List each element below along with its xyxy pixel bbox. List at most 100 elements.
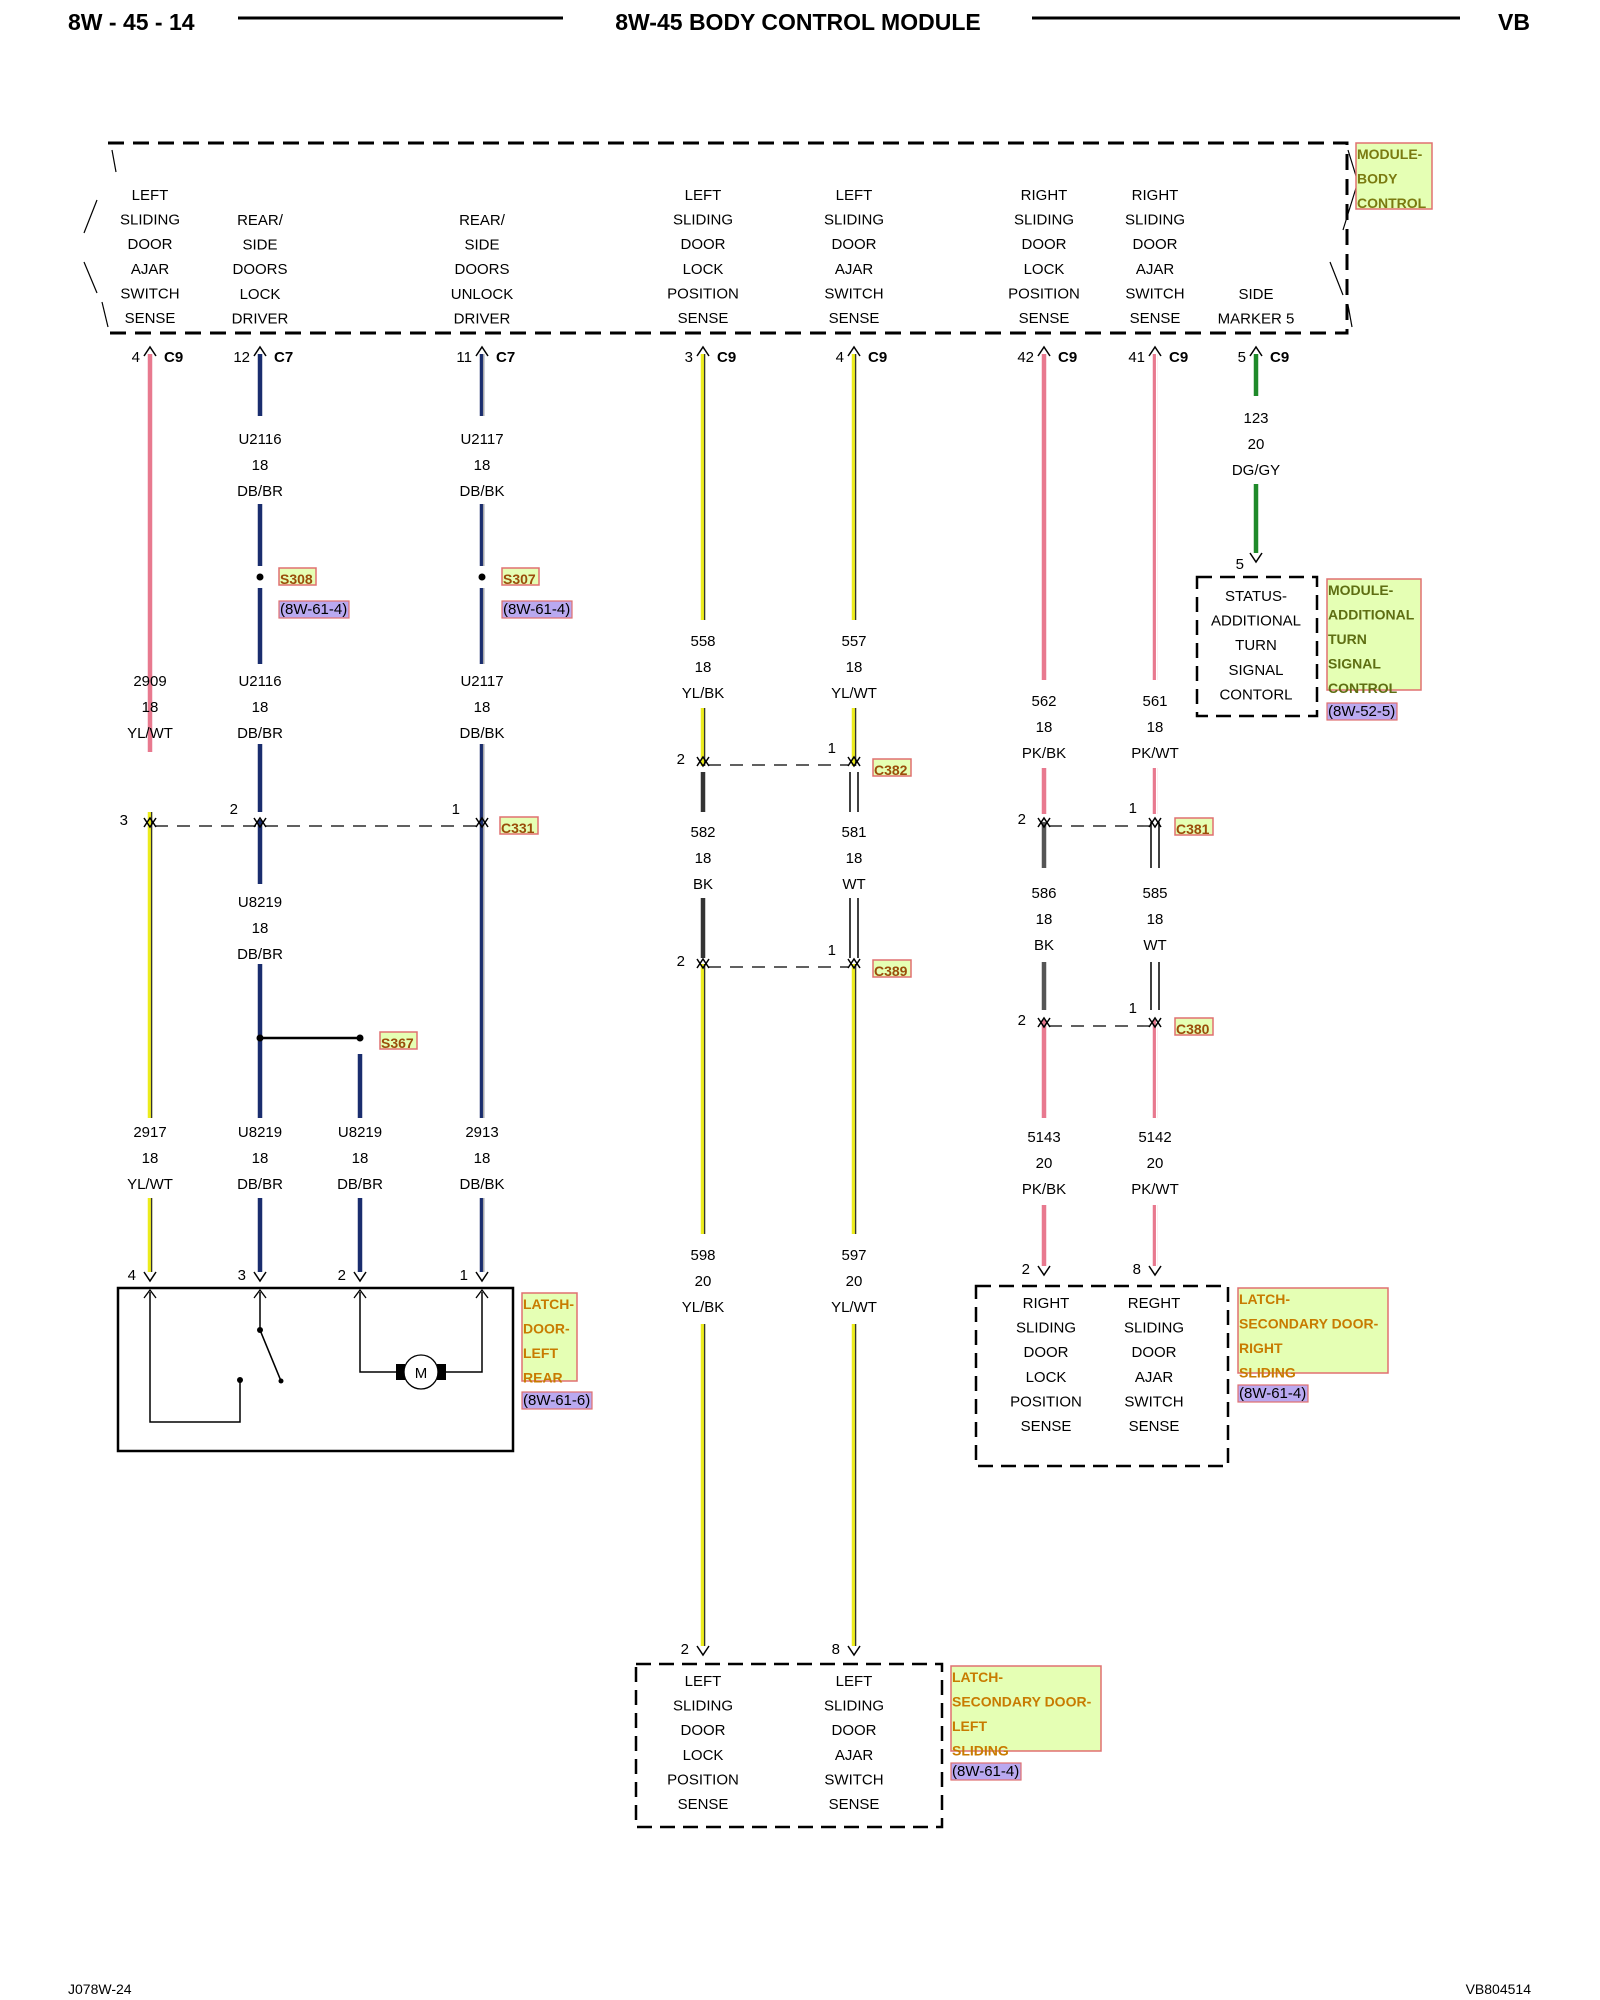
latch-right-right-label-line: DOOR [1132,1344,1177,1361]
bcm-pin-number: 5 [1238,349,1246,366]
latch-left-left-label-line: SENSE [678,1796,729,1813]
connector-c331-pin [143,816,157,828]
latch-right-tag-bg [1237,1287,1389,1374]
connector-c389-tag-bg [872,959,912,978]
latch-rear-tag-bg [521,1292,578,1382]
bcm-pin-label-line: MARKER 5 [1218,311,1295,328]
latch-rear-motor-lead [359,1292,396,1373]
connector-c382-pin-number: 2 [677,751,685,768]
latch-right-right-label-line: AJAR [1135,1369,1174,1386]
latch-rear-switch-contact [278,1378,284,1384]
module-tag: BODY [1357,171,1398,187]
latch-left-ref-bg [950,1762,1022,1781]
wire-u8219-label-line: DB/BR [337,1176,383,1193]
latch-right-box [974,1284,1230,1468]
bcm-pin-number: 11 [456,349,472,366]
latch-rear-pin-number: 1 [460,1267,468,1284]
latch-right-pin-number: 8 [1133,1261,1141,1278]
bcm-pin-symbol [1037,345,1051,357]
latch-left-box [634,1662,944,1829]
wire-561-label-line: 18 [1147,719,1164,736]
latch-rear-tag: DOOR- [523,1321,570,1337]
bcm-pin-label-line: SENSE [1019,310,1070,327]
bcm-pin-label-line: SLIDING [673,212,733,229]
connector-c389-pin [696,958,710,970]
wire-598-label-line: 598 [690,1247,715,1264]
latch-right-pin [1148,1265,1162,1277]
wire-2913-label-line: DB/BK [459,1176,504,1193]
latch-left-left-label-line: DOOR [681,1722,726,1739]
bcm-connector-name: C9 [1169,349,1188,366]
latch-rear-pin [475,1271,489,1283]
latch-rear-switch-contact [237,1377,243,1383]
latch-right-tag: RIGHT [1239,1340,1283,1356]
wire-586-label-line: 586 [1031,885,1056,902]
wire-561-label-line: 561 [1142,693,1167,710]
connector-c331-pin [253,816,267,828]
footer-code: J078W-24 [68,1981,132,1997]
latch-right-ref-bg [1237,1384,1309,1403]
latch-rear-pin [143,1271,157,1283]
wire-u8219-label-line: U8219 [338,1124,382,1141]
wire-557-label-line: 557 [841,633,866,650]
bcm-pin-symbol [1148,345,1162,357]
latch-rear-switch-path [149,1292,241,1423]
latch-left-right-label-line: SENSE [829,1796,880,1813]
latch-rear-inner-pin [253,1288,267,1299]
wire-558-label-line: 558 [690,633,715,650]
latch-rear-box [116,1286,515,1453]
wire-585-label-line: 585 [1142,885,1167,902]
splice-s367-tag: S367 [381,1035,414,1051]
bcm-pin-label-line: POSITION [667,285,739,302]
bcm-pin-number: 42 [1017,349,1034,366]
bcm-pin-label-line: AJAR [835,261,874,278]
latch-left-tag: SECONDARY DOOR- [952,1694,1092,1710]
wire-123-label-line: 123 [1243,410,1268,427]
splice-s367-tag-bg [379,1031,418,1050]
latch-left-tag: LEFT [952,1718,987,1734]
wire-598-label-line: 20 [695,1273,712,1290]
bcm-pin-symbol [1249,345,1263,357]
turn-module-tag-bg [1326,578,1422,691]
bcm-pin-label-line: LEFT [685,187,722,204]
bcm-pin-label-line: LOCK [1024,261,1065,278]
module-tag: MODULE- [1357,146,1423,162]
connector-c381-pin [1148,817,1162,829]
bcm-pin-label-line: DOOR [128,236,173,253]
wire-5142-label-line: PK/WT [1131,1181,1179,1198]
splice-s307-ref-bg [501,600,573,619]
splice-s308-ref-bg [278,600,350,619]
bcm-pin-label-line: AJAR [131,261,170,278]
latch-right-right-label-line: SWITCH [1124,1393,1183,1410]
latch-rear-pin [253,1271,267,1283]
motor-symbol [403,1354,439,1390]
wire-597-label-line: YL/WT [831,1299,877,1316]
bcm-pin-label-line: SWITCH [1125,285,1184,302]
turn-module-tag: MODULE- [1328,582,1394,598]
latch-right-left-label-line: LOCK [1026,1369,1067,1386]
turn-module-pin-number: 5 [1236,556,1244,573]
bcm-pin-label-line: SIDE [1238,286,1273,303]
bcm-pin-symbol [475,345,489,357]
wire-562-label-line: PK/BK [1022,745,1066,762]
latch-rear-tag: LEFT [523,1345,558,1361]
wire-2913-label-line: 18 [474,1150,491,1167]
bcm-pin-number: 4 [132,349,140,366]
wire-586-label-line: BK [1034,937,1054,954]
turn-module-tag: SIGNAL [1328,656,1381,672]
latch-left-right-label-line: DOOR [832,1722,877,1739]
page-title: 8W-45 BODY CONTROL MODULE [615,9,980,35]
wire-u2117-label-line: U2117 [460,673,503,690]
bcm-pin-label-line: DRIVER [232,310,289,327]
bcm-pin-label-line: SIDE [464,237,499,254]
bcm-pin-label-line: DOOR [832,236,877,253]
latch-left-tag: LATCH- [952,1669,1003,1685]
latch-left-right-label-line: SLIDING [824,1698,884,1715]
connector-c381-pin [1148,816,1162,828]
vehicle-code: VB [1498,9,1530,35]
connector-c380-tag-bg [1174,1017,1214,1036]
bcm-pin-label-line: LEFT [836,187,873,204]
bcm-pin-number: 12 [233,349,250,366]
connector-c331-pin [143,817,157,829]
latch-right-left-label-line: SLIDING [1016,1320,1076,1337]
